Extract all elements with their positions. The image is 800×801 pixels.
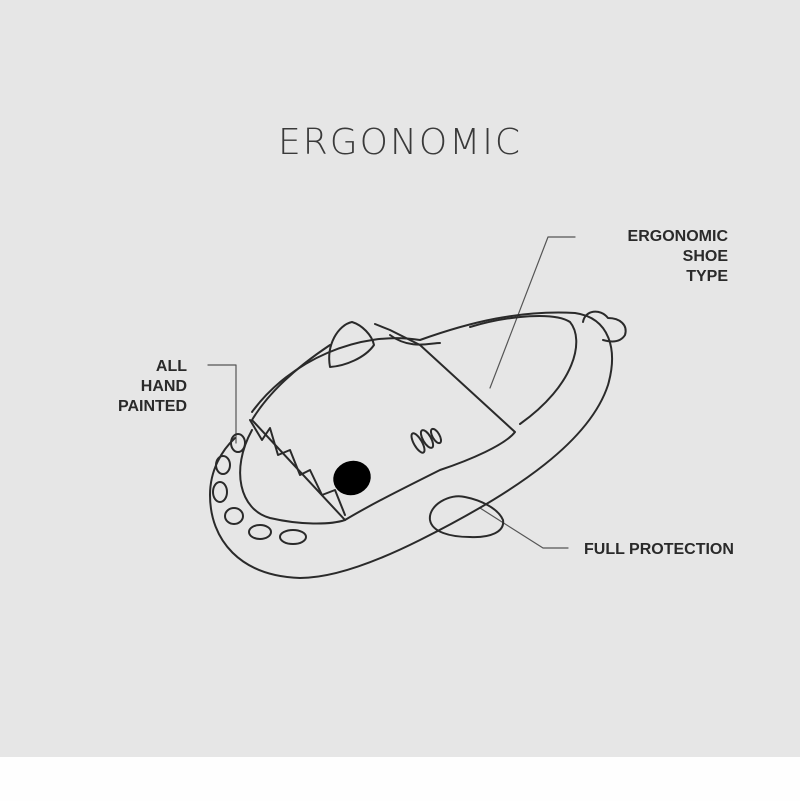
label-line: ALL <box>155 358 187 375</box>
label-full-protection: FULL PROTECTION <box>584 541 734 558</box>
leader-lines <box>207 236 576 549</box>
label-ergonomic-shoe-type: ERGONOMIC SHOE TYPE <box>580 227 728 287</box>
leader-ergonomic <box>489 236 576 389</box>
label-line: SHOE <box>682 248 728 265</box>
upper-edge <box>389 334 441 346</box>
gills <box>410 427 443 454</box>
teeth <box>249 419 346 516</box>
dorsal-fin <box>328 321 375 368</box>
inner-sole-front <box>239 429 346 525</box>
label-all-hand-painted: ALL HAND PAINTED <box>90 357 187 417</box>
label-line: TYPE <box>686 268 728 285</box>
leader-hand-painted <box>207 364 237 444</box>
side-pad <box>428 495 505 539</box>
background-panel <box>0 0 800 757</box>
label-line: ERGONOMIC <box>627 228 728 245</box>
inner-sole <box>469 315 578 425</box>
sole-dots <box>212 433 307 545</box>
leader-full-protection <box>479 507 569 549</box>
label-line: HAND <box>140 378 187 395</box>
upper-top <box>251 323 516 521</box>
tail-fin <box>582 310 627 343</box>
outer-sole <box>209 311 613 579</box>
label-line: PAINTED <box>117 398 187 415</box>
eye <box>333 460 371 496</box>
page-title: ERGONOMIC <box>277 122 523 163</box>
